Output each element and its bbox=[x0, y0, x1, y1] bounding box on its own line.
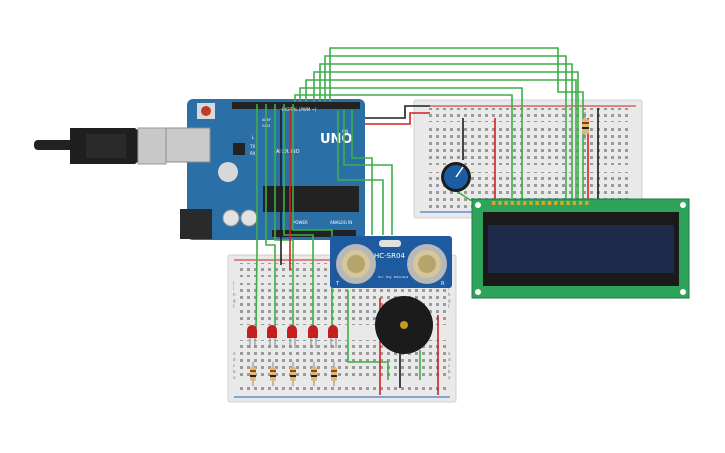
led-resistor bbox=[270, 362, 276, 386]
row-letter: h bbox=[448, 292, 451, 297]
lcd-pin bbox=[523, 201, 527, 205]
led-resistor bbox=[311, 362, 317, 386]
red-led bbox=[267, 325, 277, 348]
resistor-lcd bbox=[582, 112, 589, 140]
lcd-16x2 bbox=[471, 198, 690, 299]
row-letter: b bbox=[233, 369, 236, 374]
lcd-pin bbox=[492, 201, 496, 205]
row-letter: c bbox=[233, 363, 235, 368]
sensor-right-mark: R bbox=[441, 281, 445, 287]
row-letter: i bbox=[448, 286, 449, 291]
rx-label: RX bbox=[250, 151, 256, 156]
potentiometer bbox=[441, 162, 471, 192]
row-letter: g bbox=[448, 298, 451, 303]
row-letter: e bbox=[233, 351, 236, 356]
lcd-pin bbox=[535, 201, 539, 205]
analog-header-label: ANALOG IN bbox=[330, 220, 352, 225]
row-letter: b bbox=[448, 369, 451, 374]
sensor-model-label: HC-SR04 bbox=[374, 252, 405, 260]
lcd-pin bbox=[578, 201, 583, 205]
power-header-label: POWER bbox=[293, 220, 308, 225]
lcd-pin bbox=[516, 201, 521, 205]
on-label: ON bbox=[342, 129, 348, 134]
row-letter: h bbox=[233, 292, 236, 297]
row-letter: a bbox=[233, 375, 236, 380]
sensor-left-mark: T bbox=[335, 281, 340, 287]
row-letter: f bbox=[448, 304, 450, 309]
arduino-brand-label: ARDUINO bbox=[276, 149, 300, 155]
row-letter: j bbox=[232, 280, 234, 285]
lcd-pin bbox=[572, 201, 577, 205]
row-letter: i bbox=[233, 286, 234, 291]
lcd-pin bbox=[510, 201, 515, 205]
lcd-pin bbox=[498, 201, 502, 205]
lcd-pin bbox=[529, 201, 533, 205]
row-letter: a bbox=[448, 375, 451, 380]
piezo-buzzer bbox=[375, 296, 433, 354]
row-letter: f bbox=[233, 304, 235, 309]
tx-label: TX bbox=[249, 144, 255, 149]
digital-header-label: DIGITAL (PWM ~) bbox=[282, 107, 317, 112]
row-letter: g bbox=[233, 298, 236, 303]
sensor-pin-vcc: Vcc bbox=[378, 275, 384, 279]
led-row bbox=[247, 325, 338, 348]
lcd-pin bbox=[547, 201, 552, 205]
row-letter: e bbox=[448, 351, 451, 356]
ultrasonic-sensor: HC-SR04 T R Vcc Trig Echo Gnd bbox=[330, 236, 452, 288]
red-led bbox=[247, 325, 257, 348]
resistor-row bbox=[250, 362, 337, 386]
arduino-model-label: UNO bbox=[320, 132, 353, 147]
red-led bbox=[308, 325, 318, 348]
led-resistor bbox=[331, 362, 337, 386]
arduino-uno-board: UNO ARDUINO DIGITAL (PWM ~) POWER ANALOG… bbox=[165, 99, 365, 240]
red-led bbox=[287, 325, 297, 348]
sensor-pin-trig: Trig bbox=[385, 275, 391, 279]
lcd-pin bbox=[504, 201, 508, 205]
red-led bbox=[328, 325, 338, 348]
row-letter: d bbox=[233, 357, 236, 362]
lcd-pin bbox=[585, 201, 589, 205]
wires-green bbox=[255, 47, 584, 380]
led-resistor bbox=[290, 362, 296, 386]
lcd-pin bbox=[560, 201, 564, 205]
led-resistor bbox=[250, 362, 256, 386]
sensor-pin-gnd: Gnd bbox=[402, 275, 408, 279]
lcd-pin bbox=[554, 201, 558, 205]
sensor-pin-echo: Echo bbox=[394, 275, 401, 279]
lcd-pin bbox=[566, 201, 570, 205]
row-letter: c bbox=[448, 363, 450, 368]
l-led-label: L bbox=[252, 135, 255, 140]
lcd-pin bbox=[541, 201, 546, 205]
row-letter: d bbox=[448, 357, 451, 362]
